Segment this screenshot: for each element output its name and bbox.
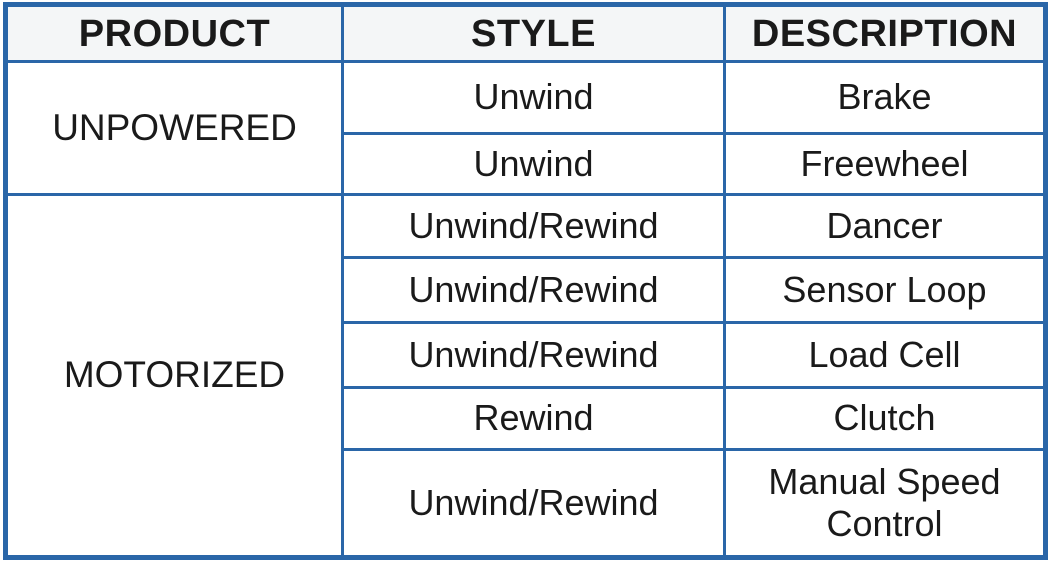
description-cell: Brake [723, 60, 1047, 135]
column-header-description: DESCRIPTION [723, 3, 1047, 63]
column-header-style: STYLE [341, 3, 726, 63]
table-body: UNPOWERED Unwind Brake Unwind Freewheel … [4, 60, 1047, 559]
table-header-row: PRODUCT STYLE DESCRIPTION [4, 3, 1047, 63]
product-group-unpowered: UNPOWERED [4, 60, 344, 196]
style-cell: Unwind [341, 60, 726, 135]
table-row: MOTORIZED Unwind/Rewind Dancer [4, 193, 1047, 559]
table-row: Rewind Clutch [6, 386, 1047, 451]
table-header: PRODUCT STYLE DESCRIPTION [4, 3, 1047, 63]
style-cell: Unwind [341, 132, 726, 196]
column-header-product: PRODUCT [4, 3, 344, 63]
description-cell: Load Cell [723, 321, 1047, 389]
style-cell: Unwind/Rewind [341, 256, 726, 324]
description-cell: Dancer [723, 193, 1047, 259]
table-row: UNPOWERED Unwind Brake [4, 60, 1047, 196]
table-row: Unwind/Rewind Load Cell [6, 321, 1047, 389]
table-row: Unwind Freewheel [6, 132, 1047, 196]
product-style-description-table: PRODUCT STYLE DESCRIPTION UNPOWERED Unwi… [3, 2, 1048, 560]
table-row: Unwind/Rewind Sensor Loop [6, 256, 1047, 324]
style-cell: Unwind/Rewind [341, 321, 726, 389]
description-cell: Freewheel [723, 132, 1047, 196]
style-cell: Unwind/Rewind [341, 448, 726, 559]
style-cell: Unwind/Rewind [341, 193, 726, 259]
product-group-motorized: MOTORIZED [4, 193, 344, 559]
product-style-description-table-container: PRODUCT STYLE DESCRIPTION UNPOWERED Unwi… [3, 2, 1048, 560]
description-cell: Sensor Loop [723, 256, 1047, 324]
description-cell: Clutch [723, 386, 1047, 451]
style-cell: Rewind [341, 386, 726, 451]
